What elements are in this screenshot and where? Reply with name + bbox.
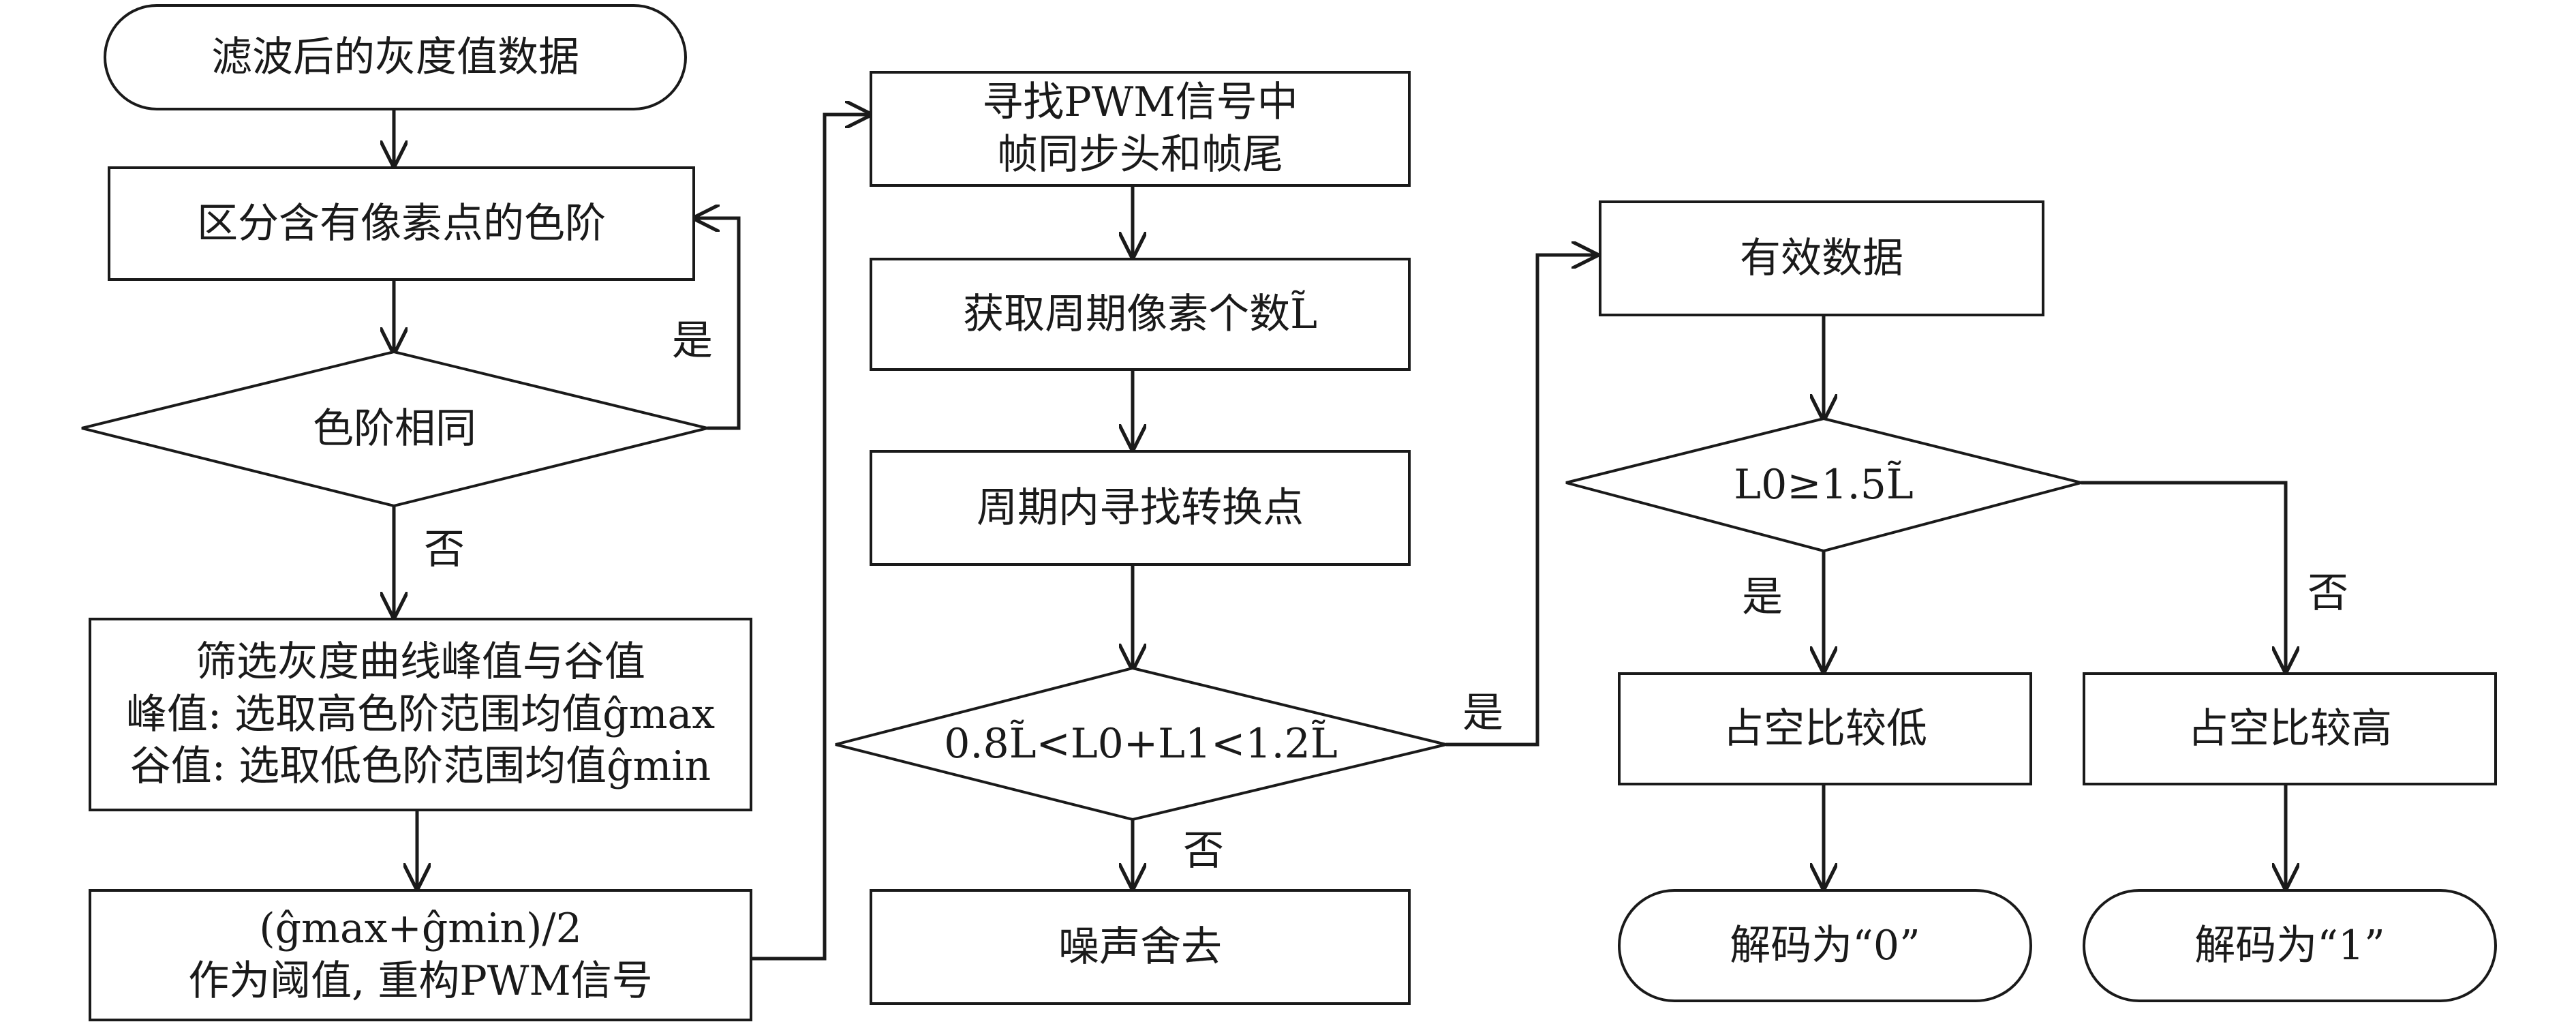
get-period-process: 获取周期像素个数L̃ [870,258,1411,371]
duty-low-process: 占空比较低 [1618,672,2032,785]
edge-label-yes-valid: 是 [1462,689,1503,737]
decode0-terminal: 解码为“0” [1618,889,2032,1002]
duty-low-text: 占空比较低 [1723,704,1927,753]
decode1-terminal: 解码为“1” [2083,889,2497,1002]
decode0-text: 解码为“0” [1730,921,1920,970]
edge-label-no-high: 否 [2307,569,2348,617]
find-transition-text: 周期内寻找转换点 [977,483,1304,532]
filter-line2: 峰值: 选取高色阶范围均值ĝmax [125,690,716,738]
check-l0-text: L0≥1.5L̃ [1734,460,1914,509]
find-transition-process: 周期内寻找转换点 [870,450,1411,566]
distinguish-text: 区分含有像素点的色阶 [197,199,606,247]
edge-label-no-noise: 否 [1183,827,1224,875]
duty-high-process: 占空比较高 [2083,672,2497,785]
get-period-text: 获取周期像素个数L̃ [963,290,1317,338]
edge-check-to-valid [1446,255,1596,747]
find-pwm-line1: 寻找PWM信号中 [982,78,1298,127]
filter-process: 筛选灰度曲线峰值与谷值 峰值: 选取高色阶范围均值ĝmax 谷值: 选取低色阶范… [89,618,752,811]
check-range-decision: 0.8L̃<L0+L1<1.2L̃ [835,668,1446,820]
noise-text: 噪声舍去 [1058,922,1222,971]
edge-label-no-down: 否 [424,526,465,573]
threshold-process: (ĝmax+ĝmin)/2 作为阈值, 重构PWM信号 [89,889,752,1021]
distinguish-process: 区分含有像素点的色阶 [108,166,695,281]
filter-line3: 谷值: 选取低色阶范围均值ĝmin [129,742,711,791]
decision-check-range-diamond [835,666,1447,822]
threshold-line1: (ĝmax+ĝmin)/2 [259,905,582,953]
check-range-text: 0.8L̃<L0+L1<1.2L̃ [944,719,1338,768]
decode1-text: 解码为“1” [2194,921,2385,970]
same-level-decision: 色阶相同 [82,352,707,506]
filter-line1: 筛选灰度曲线峰值与谷值 [196,637,645,686]
decision-check-l0-diamond [1565,417,2082,553]
same-level-text: 色阶相同 [313,404,476,453]
duty-high-text: 占空比较高 [2188,704,2392,753]
start-text: 滤波后的灰度值数据 [211,33,579,81]
edge-yes-loop [695,218,741,430]
noise-process: 噪声舍去 [870,889,1411,1005]
edge-threshold-to-find-pwm [752,115,870,961]
find-pwm-process: 寻找PWM信号中 帧同步头和帧尾 [870,71,1411,187]
edge-check-l0-to-duty-high [2081,481,2286,671]
start-terminal: 滤波后的灰度值数据 [104,4,687,110]
valid-text: 有效数据 [1740,234,1903,282]
threshold-line2: 作为阈值, 重构PWM信号 [188,957,653,1005]
valid-data-process: 有效数据 [1599,200,2044,316]
edge-label-yes-loop: 是 [672,317,713,365]
edge-label-yes-low: 是 [1742,573,1783,621]
check-l0-decision: L0≥1.5L̃ [1566,419,2081,551]
decision-same-level-diamond [81,350,708,508]
find-pwm-line2: 帧同步头和帧尾 [997,131,1283,179]
